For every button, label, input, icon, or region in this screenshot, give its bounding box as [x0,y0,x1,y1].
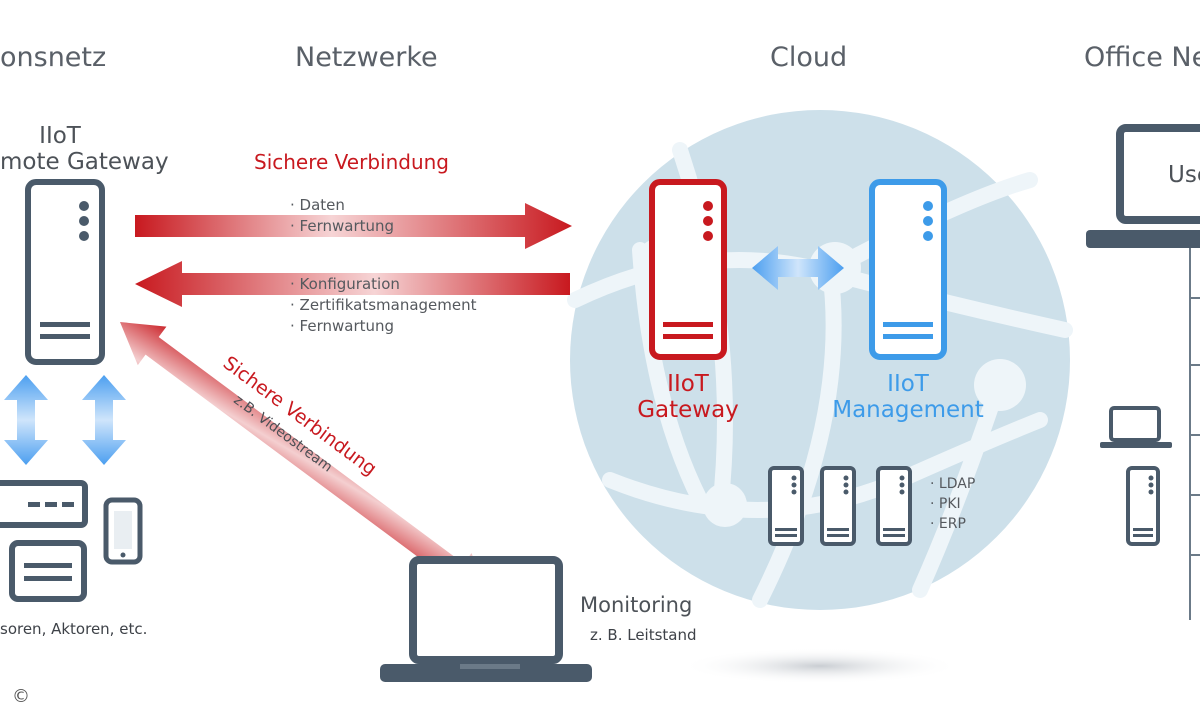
heading-cloud: Cloud [770,42,848,73]
heading-networks: Netzwerke [295,42,438,73]
iiot-management-label-line2: Management [832,397,984,423]
office-server-icon [1126,466,1160,546]
service-item: · PKI [930,496,961,512]
monitoring-subtitle: z. B. Leitstand [590,626,697,644]
remote-gateway-server-icon [25,179,105,365]
office-user-label: Use [1168,162,1200,188]
server-icon [876,466,912,546]
service-item: · ERP [930,516,966,532]
heading-office: Office Ne [1084,42,1200,73]
arrow-to-gateway [135,261,570,307]
office-network-line [1189,248,1200,620]
iiot-management-server-icon [869,179,947,360]
bullet-item: · Zertifikatsmanagement [290,296,477,314]
double-arrow-icon [752,246,844,290]
sensors-caption: soren, Aktoren, etc. [0,620,148,638]
iiot-gateway-label-line2: Gateway [637,397,739,423]
iiot-management-label-line1: IIoT [887,371,929,397]
cloud-services-list: · LDAP · PKI · ERP [930,474,975,534]
remote-gateway-label-line2: mote Gateway [0,149,169,175]
heading-left-network: onsnetz [0,42,107,73]
service-item: · LDAP [930,476,976,492]
laptop-icon [380,556,592,682]
copyright-mark: © [12,686,30,707]
bullet-item: · Daten [290,196,345,214]
double-arrow-icon [4,375,126,465]
arrow-diagonal [120,322,490,597]
office-small-laptop-icon [1100,406,1172,448]
bullet-item: · Konfiguration [290,275,400,293]
iiot-gateway-label-line1: IIoT [667,371,709,397]
iiot-gateway-server-icon [649,179,727,360]
sensor-box-icon [0,480,88,528]
arrow-to-cloud [135,203,572,249]
bullet-item: · Fernwartung [290,217,395,235]
remote-gateway-label-line1: IIoT [39,123,81,149]
display-box-icon [9,540,87,602]
connection-top-title: Sichere Verbindung [254,150,449,174]
monitoring-title: Monitoring [580,593,693,617]
phone-icon [103,497,143,565]
connection-in-bullets: · Konfiguration · Zertifikatsmanagement … [290,274,477,337]
server-icon [820,466,856,546]
server-icon [768,466,804,546]
bullet-item: · Fernwartung [290,317,395,335]
connection-out-bullets: · Daten · Fernwartung [290,195,394,237]
office-laptop-icon [1086,124,1200,248]
